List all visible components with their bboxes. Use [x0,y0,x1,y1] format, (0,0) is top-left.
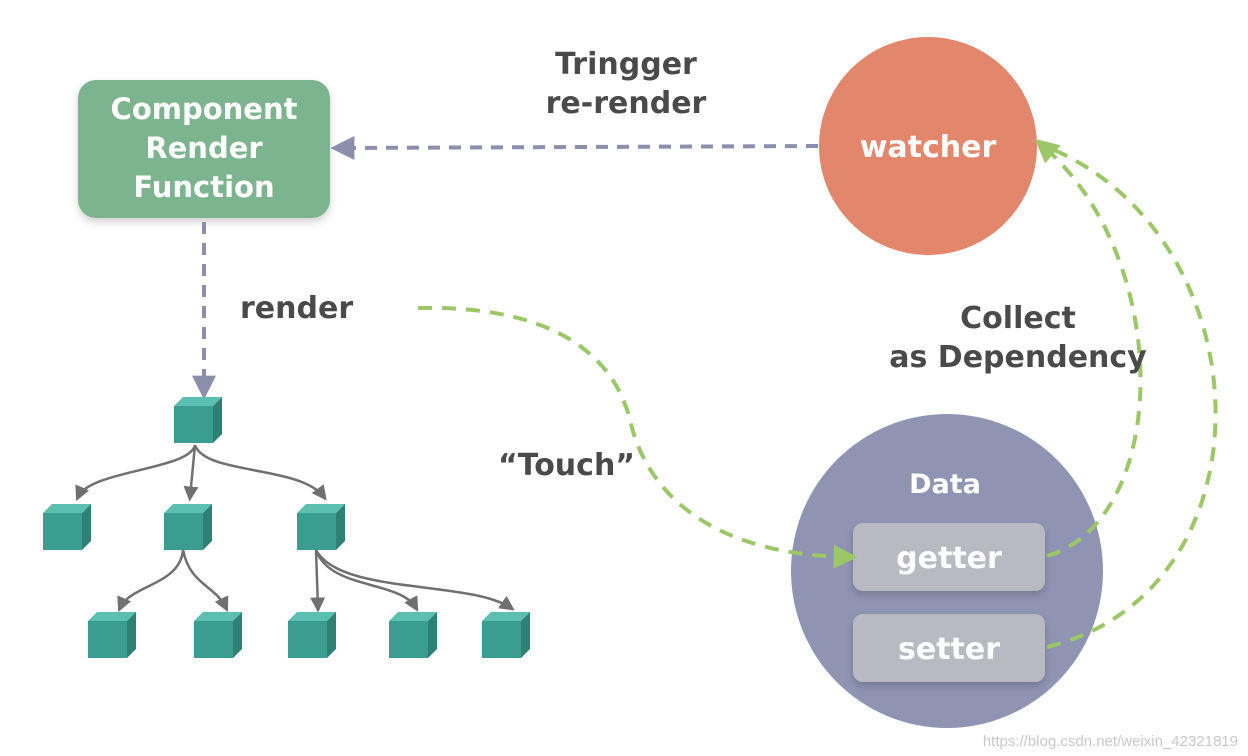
touch-label: “Touch” [498,448,635,483]
collect-label-line-1: Collect [960,301,1076,336]
getter-label: getter [896,541,1002,576]
cube-icon [164,504,212,550]
touch-arrow [417,305,858,569]
cube-icon [43,504,91,550]
cube-icon [288,612,336,658]
data-title: Data [909,469,981,500]
component-label-line-3: Function [133,170,274,204]
watcher-node: watcher [819,37,1037,255]
getter-box: getter [853,523,1045,591]
tree-edges [75,444,515,613]
setter-box: setter [853,614,1045,682]
trigger-label-line-2: re-render [546,86,707,121]
cube-icon [194,612,242,658]
component-label-line-2: Render [145,131,263,165]
collect-label-line-2: as Dependency [889,340,1147,375]
trigger-label-line-1: Tringger [555,47,697,82]
vdom-tree [43,397,530,658]
setter-label: setter [898,632,1000,667]
render-label: render [240,291,353,326]
cube-icon [88,612,136,658]
data-node: Data getter setter [791,414,1103,728]
cube-icon [389,612,437,658]
cube-icon [482,612,530,658]
watcher-label: watcher [860,130,997,165]
collect-dependency-arrows [1034,138,1218,649]
trigger-rerender-arrow [330,135,819,160]
watermark: https://blog.csdn.net/weixin_42321819 [982,733,1238,750]
cube-icon [297,504,345,550]
cube-icon [174,397,222,443]
component-label-line-1: Component [111,92,298,126]
component-render-function-box: Component Render Function [78,80,330,218]
